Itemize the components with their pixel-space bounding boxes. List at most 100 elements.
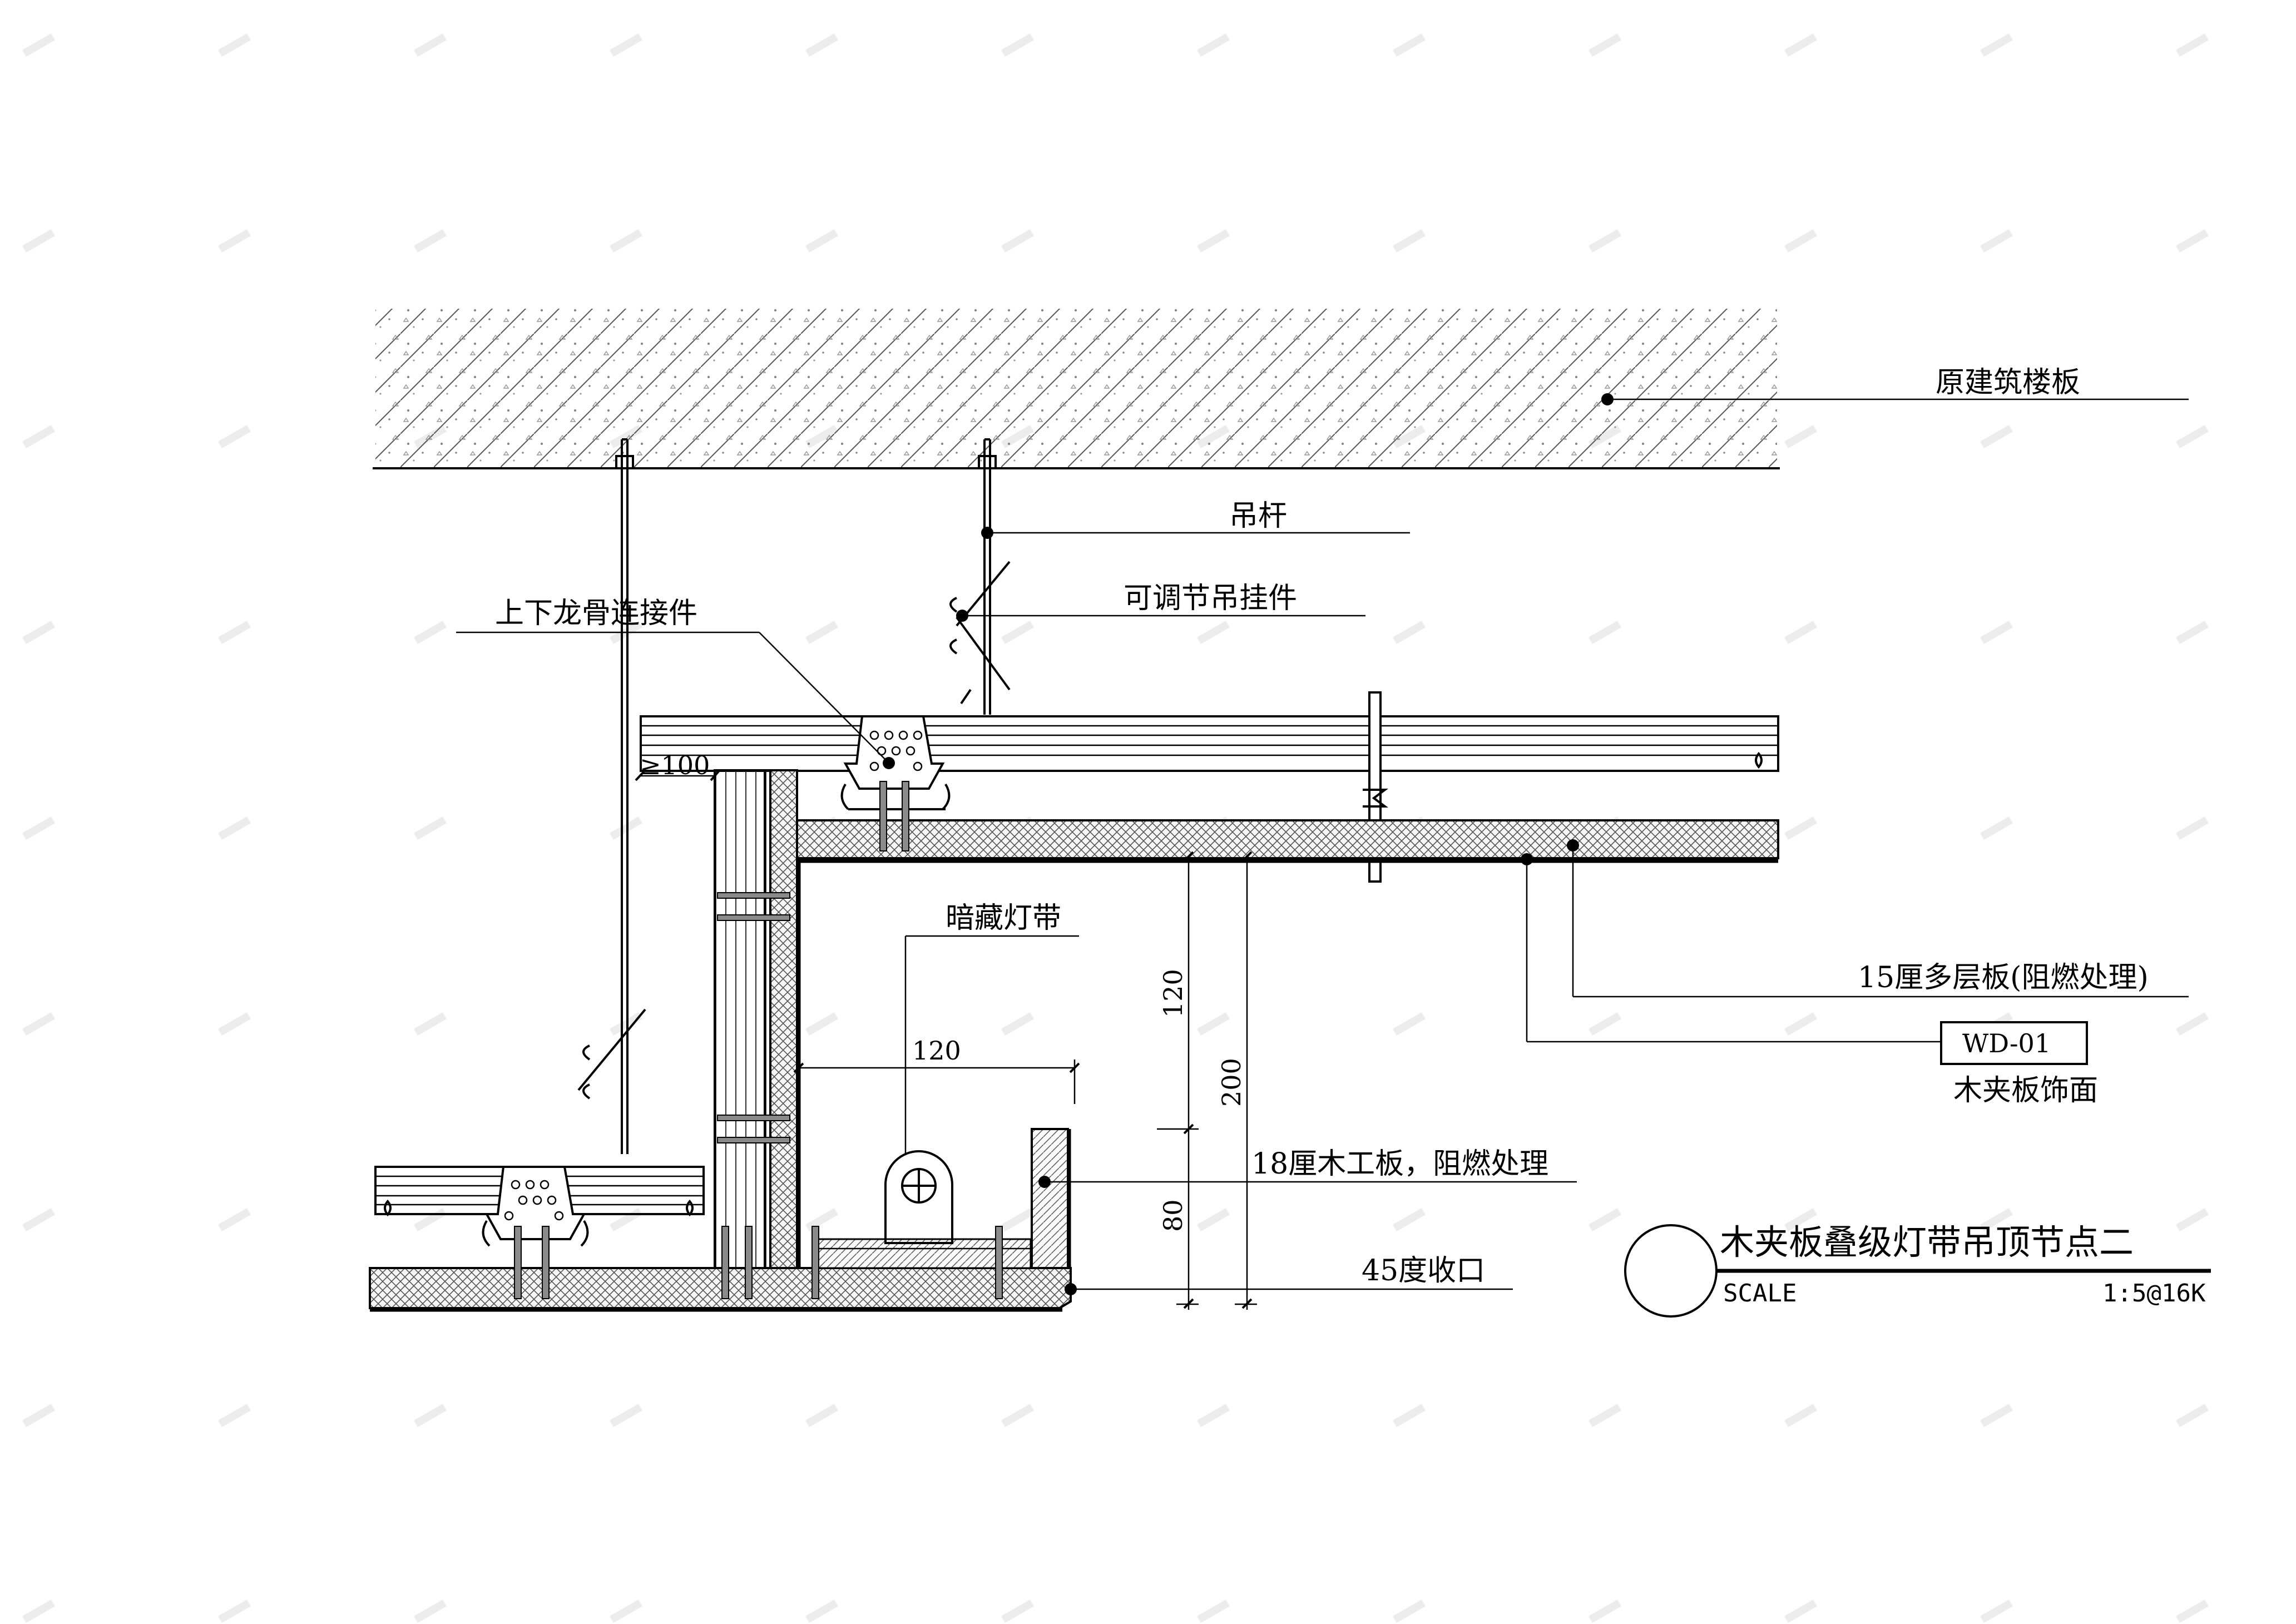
watermark-mark — [2176, 1208, 2209, 1232]
watermark-mark — [1784, 816, 1817, 840]
watermark-mark — [413, 1404, 447, 1428]
watermark-mark — [1196, 621, 1230, 645]
watermark-mark — [2176, 1599, 2209, 1623]
watermark-mark — [22, 1599, 55, 1623]
watermark-mark — [1001, 621, 1034, 645]
watermark-mark — [2176, 33, 2209, 57]
lower-keel-connector — [482, 1166, 589, 1247]
upper-multilayer-board — [795, 819, 1779, 863]
dimension-lines — [635, 770, 1257, 1310]
label-wood-veneer-finish: 木夹板饰面 — [1953, 1074, 2098, 1107]
lower-board-screws — [514, 1226, 1003, 1299]
hanger-rod-right — [949, 438, 1011, 715]
watermark-mark — [2176, 229, 2209, 253]
floor-slab — [373, 309, 1780, 469]
watermark-mark — [218, 229, 251, 253]
watermark-mark — [1196, 1208, 1230, 1232]
label-wd-code: WD-01 — [1962, 1028, 2051, 1058]
cove-lip-upstand — [1031, 1128, 1071, 1269]
watermark-mark — [1001, 1012, 1034, 1036]
watermark-mark — [1784, 1012, 1817, 1036]
watermark-mark — [1980, 1208, 2013, 1232]
watermark-mark — [1784, 1599, 1817, 1623]
watermark-mark — [1784, 1404, 1817, 1428]
watermark-mark — [610, 1207, 642, 1232]
drop-side-screws — [717, 892, 790, 1143]
watermark-mark — [1980, 1404, 2013, 1428]
label-adjustable-hanger: 可调节吊挂件 — [1124, 582, 1297, 615]
watermark-mark — [1001, 1207, 1034, 1232]
dim-light-offset: 120 — [912, 1036, 961, 1066]
watermark-mark — [1392, 229, 1426, 253]
title-text: 木夹板叠级灯带吊顶节点二 — [1720, 1222, 2134, 1262]
watermark-mark — [413, 1012, 447, 1036]
label-multilayer-board: 15厘多层板(阻燃处理) — [1858, 961, 2149, 994]
watermark-mark — [805, 1012, 838, 1036]
watermark-mark — [413, 816, 447, 840]
watermark-mark — [1980, 1599, 2013, 1623]
watermark-mark — [1001, 1599, 1034, 1623]
watermark-mark — [1393, 1208, 1426, 1232]
watermark-mark — [610, 1404, 642, 1428]
dim-upper-height: 120 — [1158, 969, 1188, 1018]
hanger-rod-left — [577, 438, 646, 1154]
watermark-mark — [805, 1599, 838, 1623]
watermark-mark — [1001, 1404, 1034, 1428]
watermark-mark — [1980, 816, 2013, 840]
watermark-mark — [414, 229, 447, 253]
watermark-mark — [22, 816, 55, 840]
label-hidden-light-strip: 暗藏灯带 — [946, 902, 1061, 935]
watermark-mark — [218, 1012, 251, 1036]
watermark-mark — [218, 33, 251, 57]
watermark-mark — [413, 1208, 447, 1232]
watermark-mark — [1589, 621, 1621, 645]
watermark-mark — [1196, 229, 1230, 253]
watermark-mark — [1393, 1404, 1426, 1428]
watermark-mark — [2176, 425, 2209, 449]
title-block — [1624, 1224, 2211, 1318]
watermark-mark — [1784, 1208, 1817, 1232]
lower-multilayer-board — [369, 1267, 1072, 1312]
watermark-mark — [1980, 425, 2013, 449]
watermark-mark — [1980, 621, 2013, 645]
watermark-mark — [805, 229, 838, 253]
watermark-mark — [22, 229, 55, 253]
watermark-mark — [1784, 621, 1817, 645]
watermark-mark — [218, 425, 251, 449]
watermark-mark — [805, 621, 838, 645]
watermark-mark — [414, 33, 447, 57]
upper-keel-connector — [840, 715, 951, 810]
watermark-mark — [1001, 33, 1034, 57]
watermark-mark — [805, 1207, 838, 1232]
upper-board-screws — [879, 781, 909, 851]
light-strip-fixture — [884, 1150, 953, 1244]
watermark-mark — [22, 33, 55, 57]
label-floor-slab: 原建筑楼板 — [1936, 366, 2080, 399]
watermark-mark — [2176, 621, 2209, 645]
label-hanger-rod: 吊杆 — [1229, 499, 1287, 533]
watermark-mark — [1196, 1599, 1230, 1623]
watermark-mark — [1589, 33, 1621, 57]
watermark-mark — [22, 425, 55, 449]
watermark-mark — [1392, 1012, 1426, 1036]
label-edge-finish: 45度收口 — [1362, 1254, 1485, 1288]
vertical-blockboard-drop — [714, 769, 801, 1271]
label-keel-connector: 上下龙骨连接件 — [495, 597, 697, 630]
watermark-mark — [22, 1404, 55, 1428]
watermark-mark — [610, 33, 642, 57]
watermark-mark — [610, 1599, 642, 1623]
light-trough-base — [813, 1238, 1032, 1269]
scale-value: 1:5@16K — [2102, 1279, 2206, 1308]
watermark-mark — [2176, 1404, 2209, 1428]
watermark-mark — [22, 621, 55, 645]
watermark-mark — [217, 1404, 251, 1428]
watermark-mark — [218, 816, 251, 840]
label-blockboard: 18厘木工板，阻燃处理 — [1251, 1147, 1548, 1181]
watermark-mark — [1589, 1404, 1621, 1428]
watermark-mark — [1196, 1404, 1230, 1428]
dim-lower-height: 80 — [1158, 1199, 1188, 1232]
wd-code-box — [1940, 1021, 2088, 1065]
watermark-mark — [1393, 1599, 1426, 1623]
watermark-mark — [805, 1404, 838, 1428]
watermark-mark — [1197, 33, 1230, 57]
